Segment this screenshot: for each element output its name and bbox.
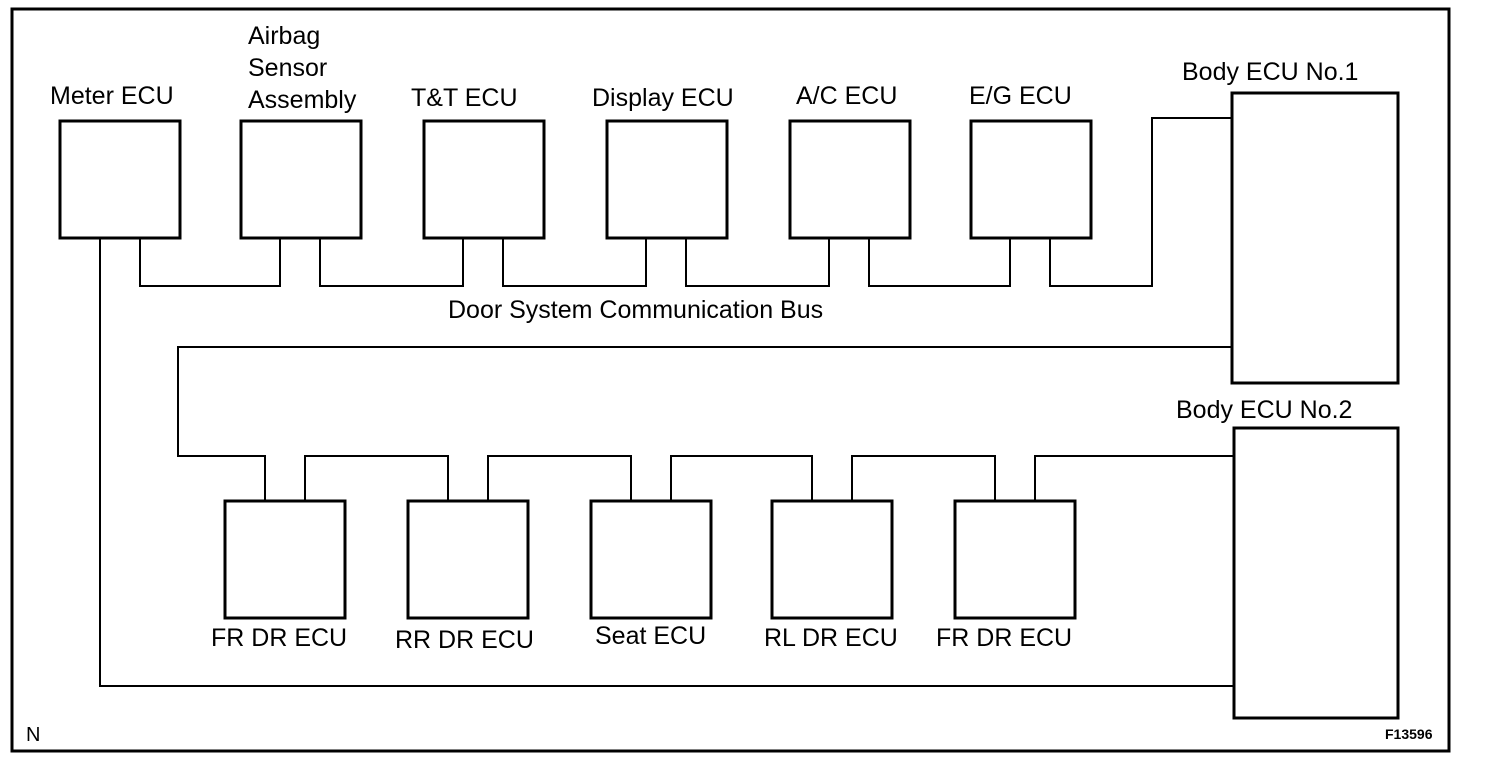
tt-ecu-box — [422, 119, 546, 240]
bus-wire-seat-rl — [670, 455, 813, 501]
meter-ecu-box — [58, 119, 182, 240]
seat-ecu-label: Seat ECU — [595, 622, 706, 650]
bus-wire-rr-seat — [487, 455, 632, 501]
fr-dr-ecu-2-label: FR DR ECU — [936, 624, 1072, 652]
ac-ecu-label: A/C ECU — [796, 82, 897, 110]
seat-ecu-box — [589, 499, 713, 620]
bus-label: Door System Communication Bus — [448, 296, 823, 324]
bus-wire-body1-fr1 — [177, 346, 1232, 501]
fr-dr-ecu-1-box — [223, 499, 347, 620]
bus-wire-tt-display — [502, 238, 647, 287]
bus-wire-display-ac — [685, 238, 830, 287]
airbag-sensor-box — [239, 119, 363, 240]
rr-dr-ecu-label: RR DR ECU — [395, 626, 534, 654]
fr-dr-ecu-1-label: FR DR ECU — [211, 624, 347, 652]
bus-wire-meter-airbag — [139, 238, 281, 287]
ac-ecu-box — [788, 119, 912, 240]
bus-wire-fr1-rr — [304, 455, 449, 501]
airbag-label-line-3: Assembly — [248, 86, 357, 114]
display-ecu-label: Display ECU — [592, 84, 734, 112]
tt-ecu-label: T&T ECU — [411, 84, 518, 112]
bus-wire-rl-fr2 — [851, 455, 996, 501]
bus-wire-airbag-tt — [319, 238, 464, 287]
rr-dr-ecu-box — [406, 499, 530, 620]
airbag-label-line-1: Airbag — [248, 22, 320, 50]
eg-ecu-label: E/G ECU — [969, 82, 1072, 110]
bus-wire-meter-body2 — [99, 238, 1234, 687]
meter-ecu-label: Meter ECU — [50, 82, 174, 110]
body-ecu-2-box — [1232, 426, 1400, 720]
corner-mark: N — [26, 724, 40, 746]
figure-code: F13596 — [1385, 726, 1433, 742]
airbag-label-line-2: Sensor — [248, 54, 327, 82]
rl-dr-ecu-box — [770, 499, 894, 620]
bus-wire-fr2-body2 — [1034, 455, 1234, 501]
rl-dr-ecu-label: RL DR ECU — [764, 624, 898, 652]
bus-wire-eg-body1 — [1049, 117, 1232, 287]
body-ecu-2-label: Body ECU No.2 — [1176, 396, 1352, 424]
diagram-frame — [10, 7, 1451, 753]
body-ecu-1-box — [1230, 91, 1400, 385]
eg-ecu-box — [969, 119, 1093, 240]
display-ecu-box — [605, 119, 729, 240]
body-ecu-1-label: Body ECU No.1 — [1182, 58, 1358, 86]
bus-wire-ac-eg — [868, 238, 1011, 287]
fr-dr-ecu-2-box — [953, 499, 1077, 620]
